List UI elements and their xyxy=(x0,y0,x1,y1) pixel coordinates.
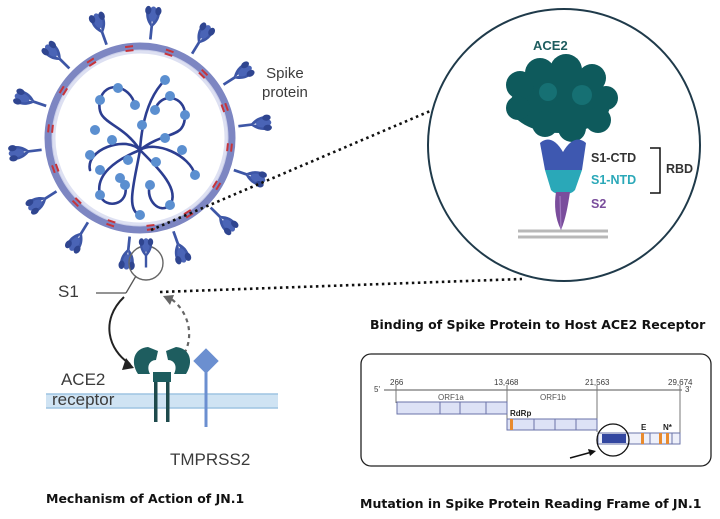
nucleocapsid-bead xyxy=(160,75,170,85)
inset-spike xyxy=(540,139,586,231)
orf1a-label: ORF1a xyxy=(438,393,464,402)
spike-protein xyxy=(118,235,138,271)
position-13468: 13,468 xyxy=(494,378,519,387)
nucleocapsid-bead xyxy=(165,200,175,210)
spike-protein xyxy=(12,87,49,114)
orf1a-segment xyxy=(396,401,508,415)
mutation-arrow xyxy=(569,451,593,459)
nucleocapsid-bead xyxy=(137,120,147,130)
zoom-line-bottom xyxy=(159,277,523,294)
spike-protein xyxy=(165,228,193,266)
nucleocapsid-bead xyxy=(180,110,190,120)
nucleocapsid-bead xyxy=(135,210,145,220)
e-gene-label: E xyxy=(641,423,647,432)
spike-label-line2: protein xyxy=(262,84,308,101)
ace2-receptor-line2: receptor xyxy=(52,390,115,409)
inset-circle xyxy=(427,8,701,282)
mutation-caption: Mutation in Spike Protein Reading Frame … xyxy=(360,496,702,511)
binding-arrow xyxy=(108,296,131,365)
nucleocapsid-bead xyxy=(130,100,140,110)
spike-protein xyxy=(204,201,240,237)
nucleocapsid-bead xyxy=(115,173,125,183)
mechanism-caption: Mechanism of Action of JN.1 xyxy=(46,491,245,506)
orf1b-label: ORF1b xyxy=(540,393,566,402)
mutation-highlight xyxy=(596,423,630,457)
spike-protein-label: Spike protein xyxy=(262,64,308,102)
rbd-label: RBD xyxy=(666,162,694,176)
s2-label: S2 xyxy=(591,197,607,211)
nucleocapsid-bead xyxy=(107,135,117,145)
spike-gene xyxy=(602,434,626,443)
spike-protein xyxy=(237,114,273,135)
spike-protein xyxy=(231,162,268,189)
nucleocapsid-bead xyxy=(150,105,160,115)
position-21563: 21,563 xyxy=(585,378,610,387)
rbd-bracket xyxy=(650,147,661,194)
position-29674: 29,674 xyxy=(668,378,693,387)
ace2-receptor-label: ACE2 receptor xyxy=(52,370,114,410)
n-gene-label: N* xyxy=(663,423,672,432)
tmprss2-shape xyxy=(193,348,219,427)
nucleocapsid-bead xyxy=(95,165,105,175)
cell-membrane xyxy=(46,394,278,408)
nucleocapsid-bead xyxy=(151,157,161,167)
spike-protein xyxy=(7,141,43,162)
nucleocapsid-bead xyxy=(95,95,105,105)
structural-genes-segment xyxy=(597,432,681,445)
ace2-enzyme-shape xyxy=(506,54,618,142)
nucleocapsid-bead xyxy=(90,125,100,135)
virus-particle xyxy=(7,5,273,271)
spike-protein xyxy=(87,10,115,48)
spike-protein xyxy=(142,5,162,41)
nucleocapsid-bead xyxy=(123,155,133,165)
nucleocapsid-bead xyxy=(95,190,105,200)
s1-ctd-label: S1-CTD xyxy=(591,151,637,165)
five-prime-label: 5' xyxy=(374,385,380,394)
position-266: 266 xyxy=(390,378,404,387)
release-arrow xyxy=(169,297,191,361)
spike-protein xyxy=(185,21,217,58)
ace2-receptor-shape xyxy=(133,347,191,422)
nucleocapsid-bead xyxy=(165,91,175,101)
nucleocapsid-beads xyxy=(85,75,200,220)
spike-label-line1: Spike xyxy=(266,65,304,82)
inset-ace2-label: ACE2 xyxy=(533,38,568,53)
spike-protein xyxy=(40,39,76,75)
s1-label: S1 xyxy=(58,282,79,301)
rdrp-label: RdRp xyxy=(510,409,532,418)
three-prime-label: 3' xyxy=(685,385,691,394)
orf1b-segment xyxy=(506,418,598,431)
nucleocapsid-bead xyxy=(120,180,130,190)
zoom-line-top xyxy=(150,98,457,232)
nucleocapsid-bead xyxy=(177,145,187,155)
tmprss2-label: TMPRSS2 xyxy=(170,450,251,469)
spike-protein xyxy=(63,218,95,255)
nucleocapsid-bead xyxy=(85,150,95,160)
spike-protein xyxy=(219,59,256,92)
binding-caption: Binding of Spike Protein to Host ACE2 Re… xyxy=(370,317,706,332)
nucleocapsid-bead xyxy=(190,170,200,180)
nucleocapsid-bead xyxy=(113,83,123,93)
ace2-receptor-line1: ACE2 xyxy=(60,370,106,389)
spike-protein xyxy=(24,184,61,217)
nucleocapsid-bead xyxy=(160,133,170,143)
nucleocapsid-bead xyxy=(145,180,155,190)
s1-ntd-label: S1-NTD xyxy=(591,173,637,187)
